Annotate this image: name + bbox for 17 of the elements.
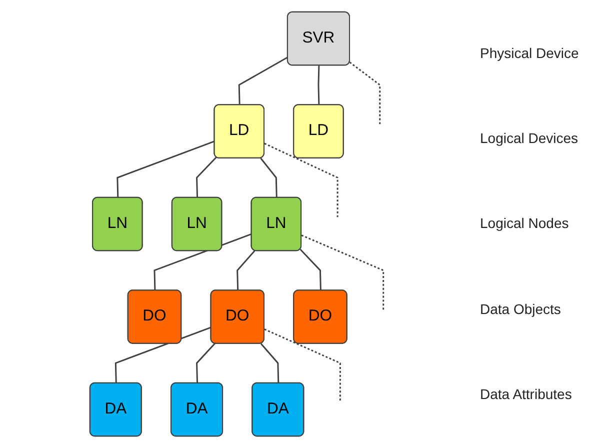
level-label: Logical Nodes <box>480 215 570 232</box>
hierarchy-box: DA <box>252 382 304 436</box>
hierarchy-box: SVR <box>286 10 350 66</box>
level-label: Logical Devices <box>480 130 580 146</box>
hierarchy-box: DO <box>127 289 182 344</box>
level-label: Data Attributes <box>480 386 573 402</box>
hierarchy-box: LD <box>293 104 344 158</box>
level-label: Physical Device <box>480 44 580 61</box>
hierarchy-box: DA <box>170 382 223 436</box>
level-label: Data Objects <box>480 300 562 317</box>
hierarchy-box: LN <box>250 196 302 251</box>
hierarchy-box: LN <box>171 196 222 251</box>
hierarchy-box: DA <box>89 382 142 436</box>
hierarchy-box: DO <box>293 289 348 344</box>
hierarchy-box: LD <box>214 104 264 158</box>
hierarchy-box: LN <box>92 196 143 251</box>
hierarchy-box: DO <box>210 289 264 344</box>
